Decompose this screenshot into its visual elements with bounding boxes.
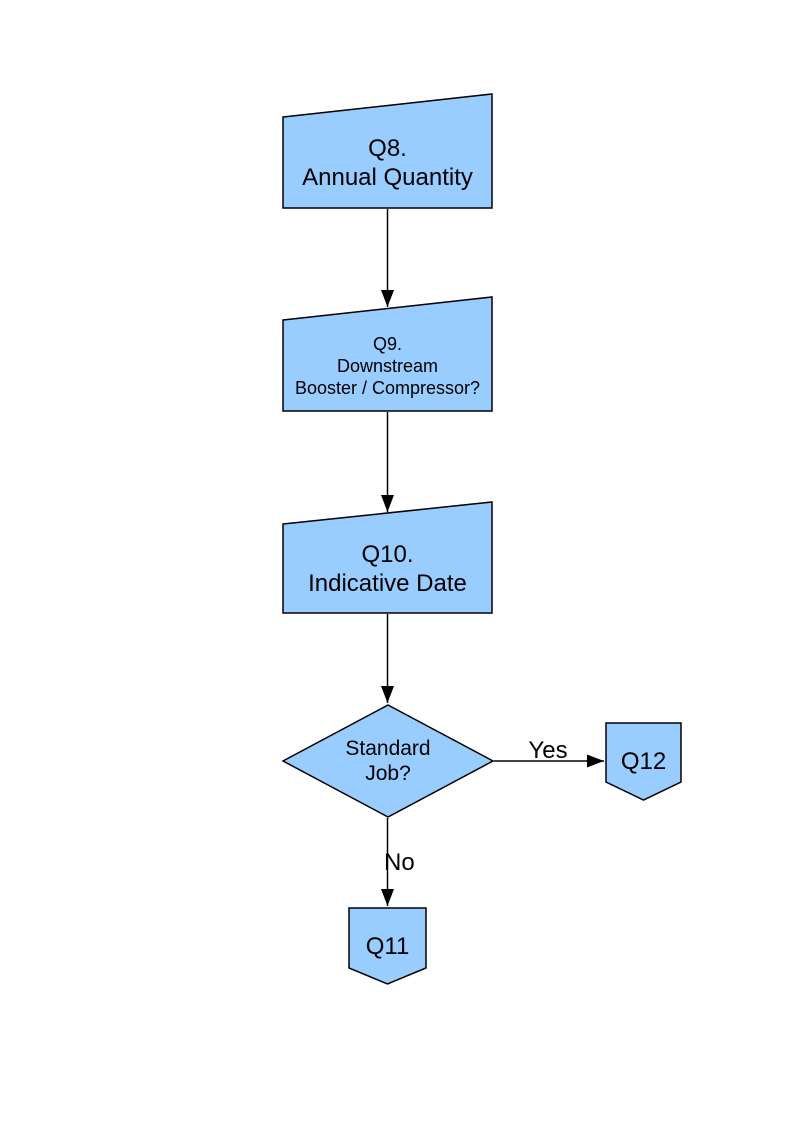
label-line: Q12 (620, 748, 667, 775)
label-line: Booster / Compressor? (294, 377, 481, 398)
node-q8-shape (282, 93, 493, 209)
label-line: Q11 (365, 932, 410, 960)
connector-q12-shape (605, 722, 682, 801)
node-q10-shape (282, 501, 493, 614)
label-line: Job? (365, 762, 411, 785)
edge-label-no: No (384, 849, 415, 876)
node-q10-label: Q10. Indicative Date (283, 524, 492, 613)
node-q9-shape (282, 296, 493, 412)
label-line: Annual Quantity (302, 163, 473, 191)
label-line: Standard (345, 737, 431, 760)
decision-standard-job-shape (281, 704, 495, 818)
node-q8-label: Q8. Annual Quantity (283, 117, 492, 208)
label-line: Q9. (372, 333, 402, 354)
label-line: Q8. (368, 134, 407, 162)
decision-standard-job-label: Standard Job? (283, 705, 493, 817)
node-q9-label: Q9. Downstream Booster / Compressor? (283, 320, 492, 411)
connector-q12-label: Q12 (606, 723, 681, 800)
connector-q11-label: Q11 (349, 908, 426, 984)
connector-q11-shape (348, 907, 427, 985)
edge-label-yes: Yes (528, 737, 568, 764)
label-line: Indicative Date (308, 569, 467, 597)
label-line: Downstream (336, 355, 439, 376)
label-line: Q10. (361, 540, 414, 568)
